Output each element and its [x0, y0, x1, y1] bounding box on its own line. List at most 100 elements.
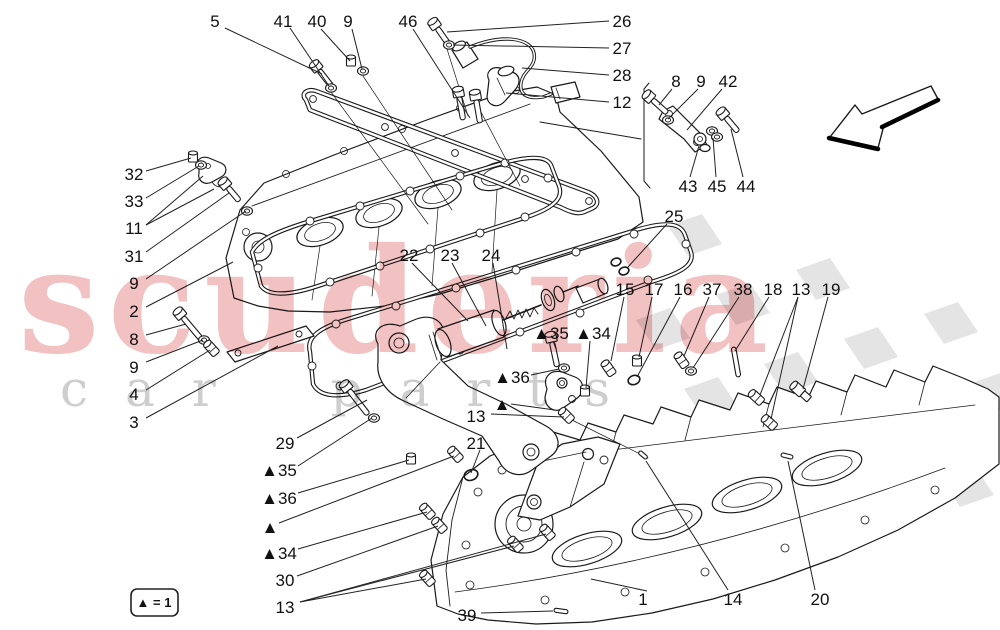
leader-line [627, 223, 668, 268]
leader-line [412, 28, 471, 119]
part-number-label[interactable]: 31 [125, 247, 144, 266]
part-number-label[interactable]: ▲36 [494, 368, 530, 387]
part-number-label[interactable]: 40 [308, 12, 327, 31]
part-number-label[interactable]: 17 [645, 280, 664, 299]
part-number-label[interactable]: 30 [276, 571, 295, 590]
part-number-label[interactable]: 16 [674, 280, 693, 299]
oring-part [627, 374, 641, 386]
part-number-label[interactable]: 5 [210, 12, 219, 31]
leader-line [683, 296, 710, 357]
leader-line [145, 188, 215, 226]
leader-line [297, 511, 428, 550]
part-number-label[interactable]: 37 [703, 280, 722, 299]
part-number-label[interactable]: ▲34 [261, 544, 297, 563]
part-number-label[interactable]: 38 [734, 280, 753, 299]
sleeve-part [673, 351, 690, 370]
part-number-label[interactable]: 26 [613, 12, 632, 31]
part-number-label[interactable]: 13 [276, 598, 295, 617]
part-number-label[interactable]: ▲35 [533, 324, 569, 343]
part-number-label[interactable]: 32 [125, 165, 144, 184]
pin-part [553, 607, 569, 615]
part-number-label[interactable]: 44 [737, 177, 756, 196]
part-number-label[interactable]: 4 [129, 385, 138, 404]
part-number-label[interactable]: 1 [638, 590, 647, 609]
brand-watermark: scuderia car parts [18, 217, 768, 418]
leader-line [299, 545, 515, 603]
part-number-label[interactable]: 15 [616, 280, 635, 299]
part-number-label[interactable]: 14 [724, 590, 743, 609]
part-number-label[interactable]: ▲36 [261, 489, 297, 508]
leader-line [299, 533, 547, 603]
leader-line [299, 578, 427, 603]
leader-line [145, 210, 247, 280]
part-number-label[interactable]: 27 [613, 39, 632, 58]
leader-line [451, 262, 487, 327]
washer-part [710, 132, 724, 142]
part-number-label[interactable]: ▲35 [261, 461, 297, 480]
leader-line [802, 296, 829, 390]
nut-part [579, 384, 591, 397]
part-number-label[interactable]: 33 [125, 192, 144, 211]
legend-label: ▲ = 1 [137, 595, 172, 610]
lower-gasket-drawing [307, 222, 694, 398]
sleeve-part [760, 413, 778, 431]
part-number-label[interactable]: 11 [125, 219, 143, 238]
part-number-label[interactable]: 9 [696, 72, 705, 91]
part-number-label[interactable]: 8 [129, 330, 138, 349]
sleeve-part [506, 535, 524, 553]
leader-line [296, 525, 439, 577]
part-number-label[interactable]: 43 [679, 177, 698, 196]
leader-line [297, 459, 410, 494]
part-number-label[interactable]: 18 [764, 280, 783, 299]
leader-line [667, 88, 699, 120]
washer-part [240, 206, 254, 216]
part-number-label[interactable]: 45 [708, 177, 727, 196]
part-number-label[interactable]: 25 [665, 207, 684, 226]
part-number-label[interactable]: 9 [129, 274, 138, 293]
watermark-subtitle: car parts [60, 360, 647, 418]
upper-rail-gasket-drawing [301, 87, 600, 216]
leader-line [645, 460, 729, 591]
part-number-label[interactable]: ▲ [262, 518, 279, 537]
leader-line [638, 296, 653, 358]
leader-line [480, 610, 554, 614]
leader-line [224, 27, 323, 75]
leader-line [636, 296, 681, 378]
part-number-label[interactable]: 19 [822, 280, 841, 299]
pin-part [638, 450, 648, 460]
part-number-label[interactable]: ▲ [494, 395, 511, 414]
part-number-label[interactable]: 9 [129, 358, 138, 377]
oring-part [610, 257, 622, 267]
part-number-label[interactable]: 12 [613, 93, 632, 112]
leader-line [145, 339, 204, 363]
part-number-label[interactable]: 46 [399, 12, 418, 31]
part-number-label[interactable]: 22 [400, 246, 419, 265]
part-number-label[interactable]: 23 [441, 246, 460, 265]
leader-line [145, 349, 211, 391]
part-number-label[interactable]: 39 [458, 606, 477, 625]
part-number-label[interactable]: 8 [671, 72, 680, 91]
leader-line [492, 262, 508, 350]
part-number-label[interactable]: 41 [274, 12, 293, 31]
part-number-label[interactable]: 20 [811, 590, 830, 609]
part-number-label[interactable]: 42 [719, 72, 738, 91]
rail-plate-drawing [226, 325, 315, 363]
part-number-label[interactable]: 21 [467, 434, 486, 453]
part-number-label[interactable]: 3 [129, 413, 138, 432]
bolt-part [715, 106, 740, 133]
part-number-label[interactable]: 29 [276, 434, 295, 453]
washer-part [684, 366, 698, 376]
checker-cell [844, 327, 898, 369]
part-number-label[interactable]: ▲34 [575, 324, 611, 343]
part-number-label[interactable]: 13 [792, 280, 811, 299]
bolt-part [641, 89, 669, 115]
leader-line [446, 20, 610, 33]
part-number-label[interactable]: 28 [613, 66, 632, 85]
part-number-label[interactable]: 24 [482, 246, 501, 265]
part-number-label[interactable]: 9 [343, 12, 352, 31]
part-number-label[interactable]: 2 [129, 302, 138, 321]
sleeve-part [538, 523, 556, 541]
leader-line [145, 323, 187, 336]
checker-cell [796, 258, 850, 300]
part-number-label[interactable]: 13 [467, 407, 486, 426]
